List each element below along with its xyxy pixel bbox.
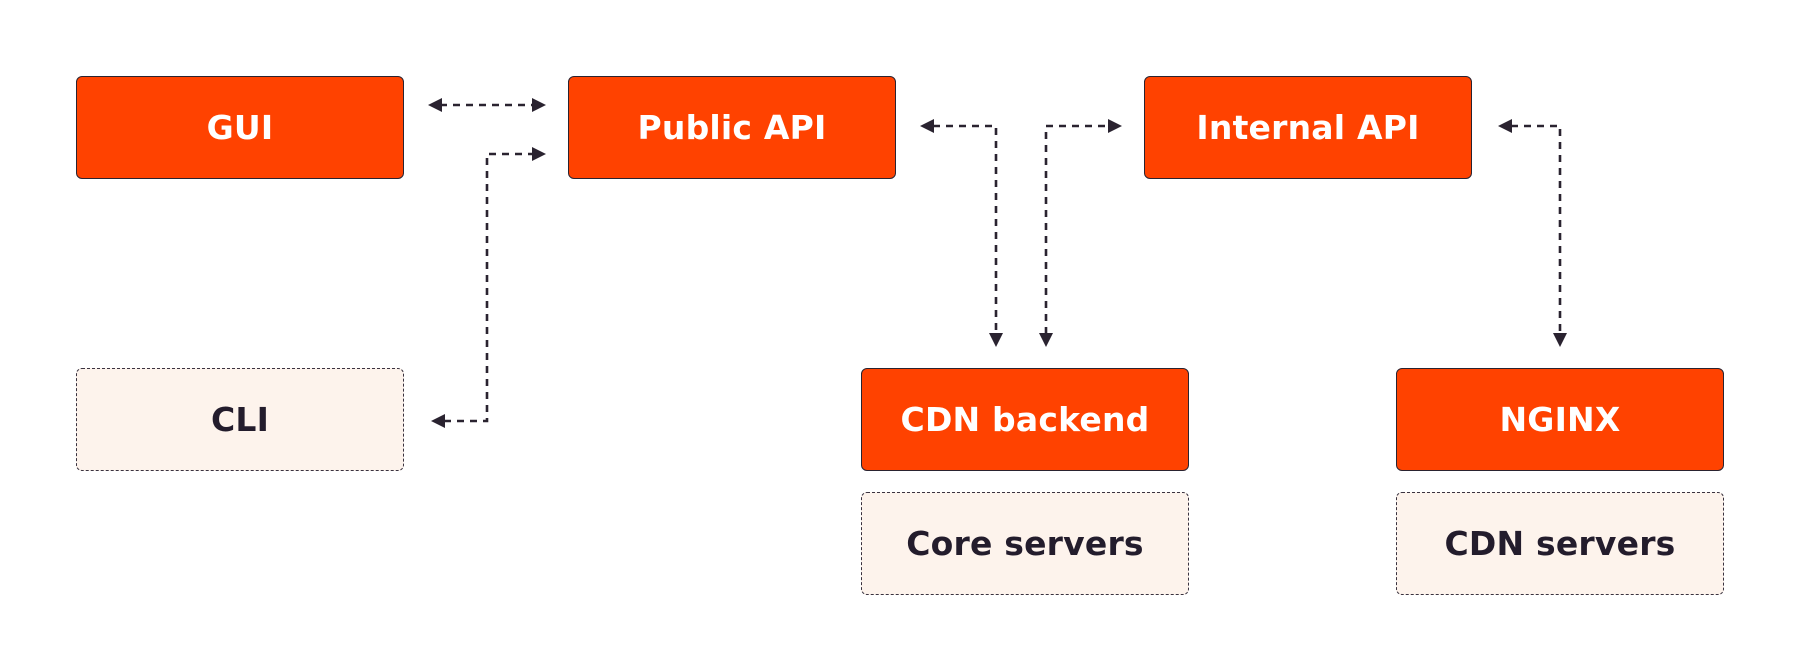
public-api-node: Public API (568, 76, 896, 179)
edge-cdn-backend-internal-api (1039, 119, 1122, 347)
edge-gui-public-api (428, 98, 546, 112)
edge-cli-public-api (431, 147, 546, 428)
arrowhead-down (989, 333, 1003, 347)
node-label: CDN servers (1444, 524, 1676, 563)
internal-api-node: Internal API (1144, 76, 1472, 179)
arrowhead-down (1039, 333, 1053, 347)
node-label: CDN backend (900, 400, 1150, 439)
edge-public-api-cdn-backend (920, 119, 1003, 347)
arrowhead-left (428, 98, 442, 112)
cli-node: CLI (76, 368, 404, 471)
node-label: Core servers (906, 524, 1144, 563)
edge-internal-api-nginx (1498, 119, 1567, 347)
arrowhead-right (532, 147, 546, 161)
arrowhead-left (920, 119, 934, 133)
cdn-backend-node: CDN backend (861, 368, 1189, 471)
arrowhead-right (532, 98, 546, 112)
cdn-servers-node: CDN servers (1396, 492, 1724, 595)
node-label: Public API (637, 108, 827, 147)
gui-node: GUI (76, 76, 404, 179)
arrowhead-left (1498, 119, 1512, 133)
arrowhead-right (1108, 119, 1122, 133)
node-label: Internal API (1196, 108, 1420, 147)
node-label: CLI (210, 400, 270, 439)
arrowhead-left (431, 414, 445, 428)
nginx-node: NGINX (1396, 368, 1724, 471)
node-label: NGINX (1499, 400, 1621, 439)
core-servers-node: Core servers (861, 492, 1189, 595)
node-label: GUI (206, 108, 274, 147)
arrowhead-down (1553, 333, 1567, 347)
